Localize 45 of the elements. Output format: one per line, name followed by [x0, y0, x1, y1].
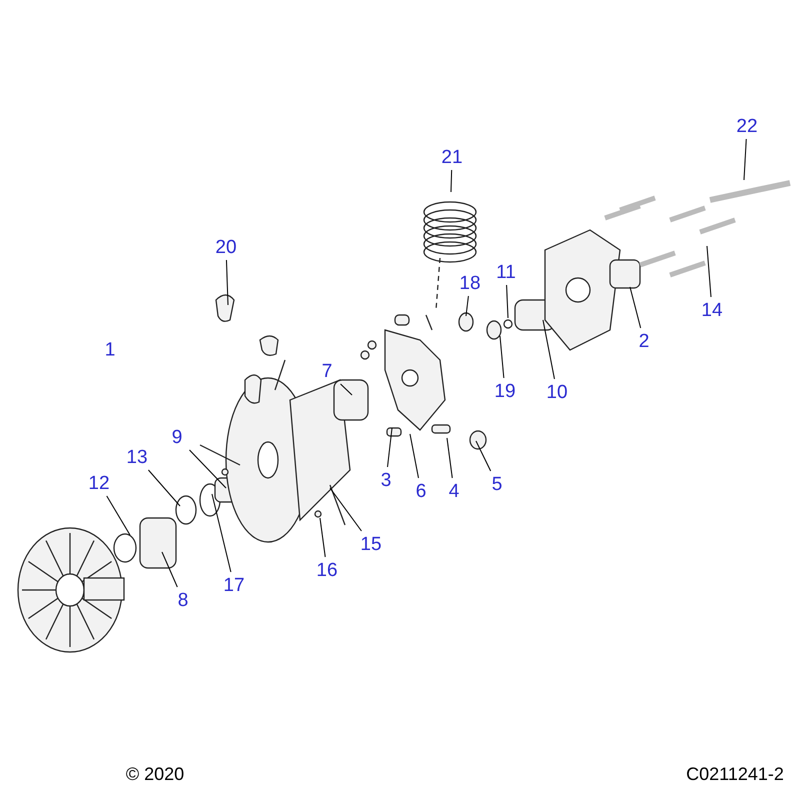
callout-number: 15 — [358, 533, 384, 555]
leader-line — [410, 434, 419, 478]
callout-number: 19 — [492, 380, 518, 402]
leader-line — [466, 296, 469, 316]
leader-line — [226, 260, 228, 306]
callout-number: 22 — [734, 115, 760, 137]
callout-number: 5 — [484, 473, 510, 495]
leader-line — [340, 384, 352, 396]
callout-number: 1 — [104, 340, 116, 360]
leader-line — [148, 470, 180, 506]
callout-number: 10 — [544, 381, 570, 403]
copyright-note: © 2020 — [126, 765, 184, 783]
leader-line — [387, 428, 392, 468]
leader-line — [446, 438, 453, 478]
callout-number: 8 — [170, 589, 196, 611]
callout-number: 9 — [164, 426, 190, 448]
callout-number: 20 — [213, 236, 239, 258]
callout-number: 14 — [699, 299, 725, 321]
leader-line — [476, 440, 492, 472]
callout-number: 17 — [221, 574, 247, 596]
leader-line — [506, 284, 508, 318]
callout-number: 16 — [314, 559, 340, 581]
leader-line — [162, 552, 178, 588]
leader-line — [106, 496, 130, 536]
leader-line — [189, 450, 226, 488]
callout-number: 21 — [439, 146, 465, 168]
leader-line — [630, 286, 642, 328]
callout-number: 13 — [124, 446, 150, 468]
callout-number: 3 — [373, 469, 399, 491]
callout-number: 18 — [457, 272, 483, 294]
callout-number: 2 — [631, 330, 657, 352]
leader-line — [330, 488, 362, 532]
callout-number: 12 — [86, 472, 112, 494]
leader-line — [744, 138, 747, 180]
callout-number: 11 — [493, 261, 519, 283]
callout-number: 7 — [314, 360, 340, 382]
callout-number: 6 — [408, 480, 434, 502]
leader-line — [706, 246, 712, 298]
leader-line — [500, 336, 504, 378]
leader-line — [320, 518, 326, 558]
leader-line — [212, 494, 232, 572]
drawing-number: C0211241-2 — [686, 765, 784, 783]
leader-line — [450, 170, 452, 192]
leader-line — [542, 320, 555, 380]
callout-number: 4 — [441, 480, 467, 502]
